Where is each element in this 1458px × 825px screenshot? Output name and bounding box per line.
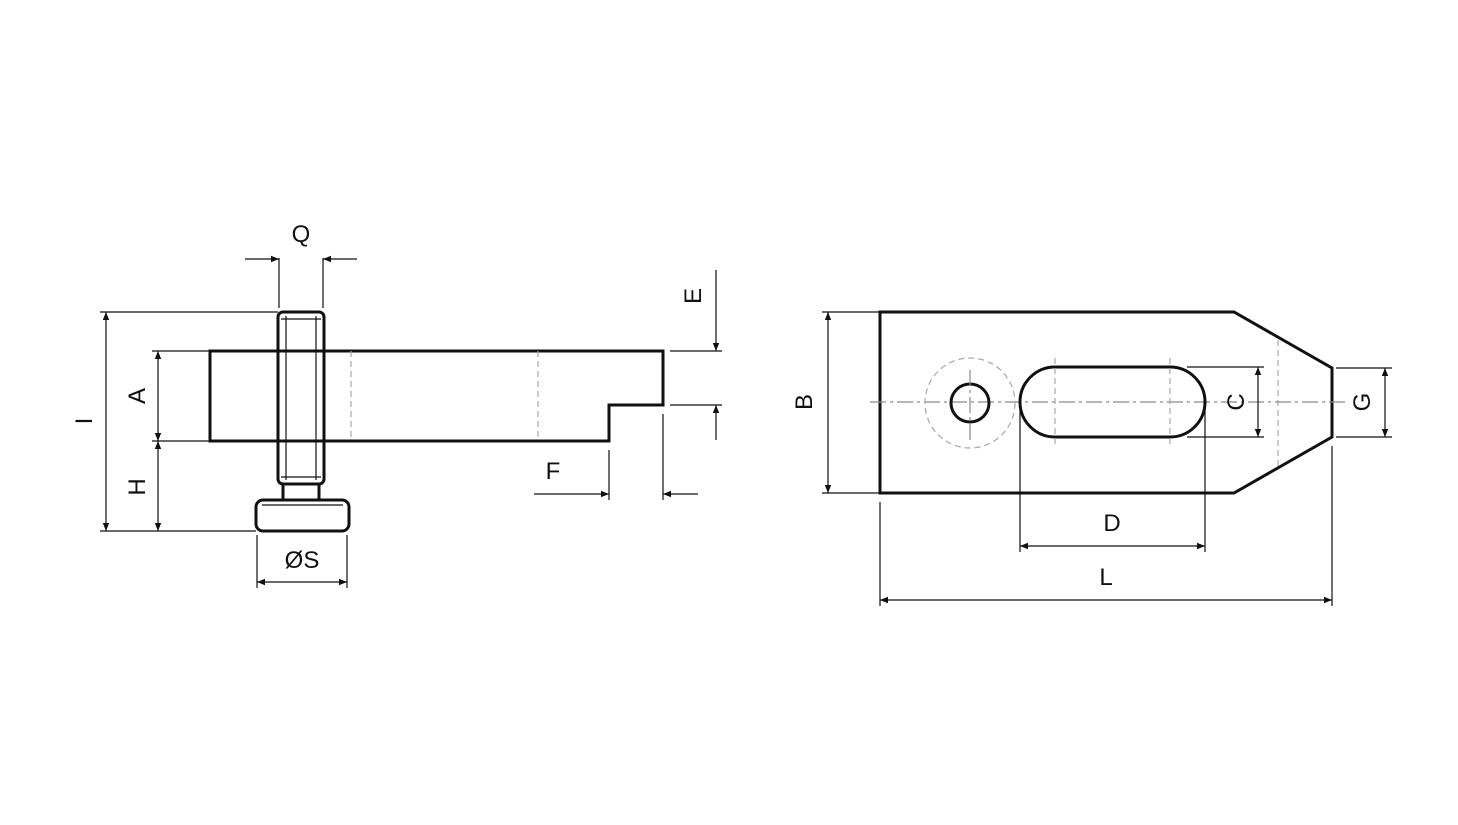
screw-neck <box>281 482 321 502</box>
screw-head <box>254 498 351 533</box>
dim-label-l: L <box>1099 564 1112 591</box>
top-view: B C G D L <box>791 310 1392 606</box>
dim-label-a: A <box>124 388 151 404</box>
screw-thread <box>276 310 326 486</box>
dim-label-c: C <box>1223 393 1250 410</box>
dim-label-i: I <box>71 418 98 425</box>
slot <box>1018 365 1207 439</box>
side-view: Q I A H E F ØS <box>71 221 722 588</box>
dim-label-g: G <box>1349 393 1376 412</box>
dim-label-d: D <box>1103 510 1120 537</box>
dim-label-e: E <box>680 288 707 304</box>
dim-label-b: B <box>791 394 818 410</box>
dim-label-h: H <box>124 478 151 495</box>
screw-clearance-circle <box>924 357 1016 449</box>
dim-label-q: Q <box>292 221 311 248</box>
dim-label-s: ØS <box>285 547 320 574</box>
dim-label-f: F <box>546 458 561 485</box>
